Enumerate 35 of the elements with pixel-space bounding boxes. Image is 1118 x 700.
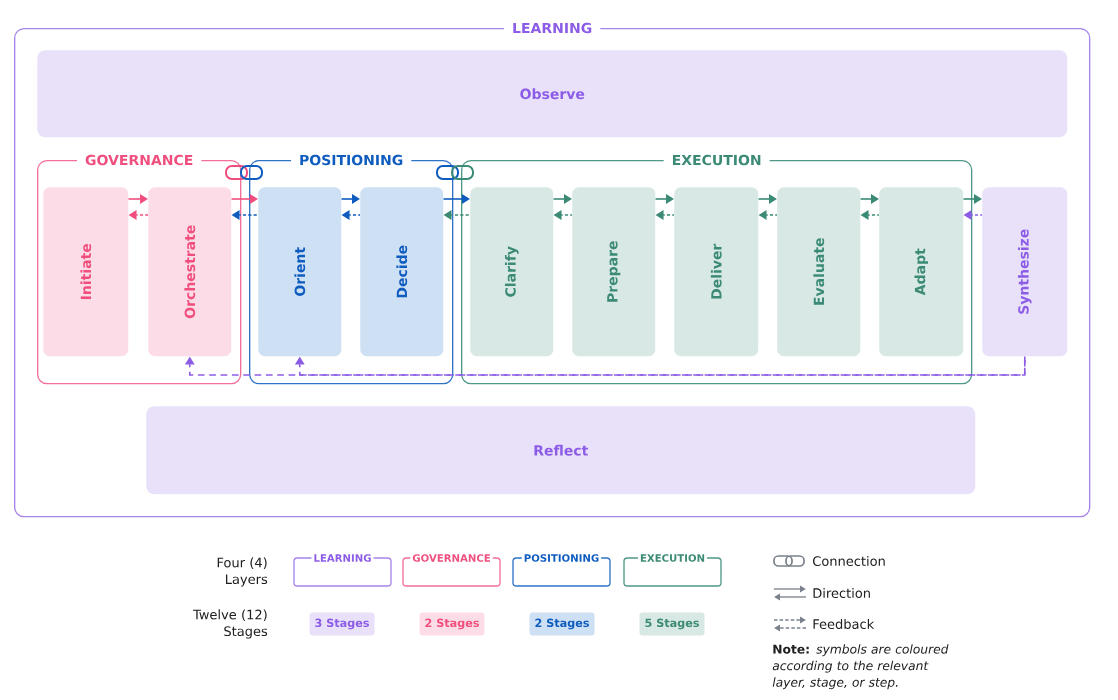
stage-box: Observe	[37, 50, 1068, 138]
stage-count-badge: 5 Stages	[639, 612, 705, 636]
stage-box: Initiate	[43, 187, 129, 357]
arrow	[757, 194, 777, 204]
note-text: Note: symbols are coloured according to the relevant layer, stage, or step.	[772, 644, 949, 690]
row-label: Twelve (12) Stages	[192, 609, 268, 639]
stage-box: Evaluate	[777, 187, 861, 357]
stage-box: Adapt	[879, 187, 964, 357]
stage-box: Decide	[360, 187, 444, 357]
stage-box: Deliver	[674, 187, 759, 357]
stage-box: Orchestrate	[148, 187, 232, 357]
arrow	[340, 194, 360, 204]
legend-label: Direction	[813, 587, 870, 599]
arrow	[127, 194, 148, 204]
row-label: Four (4) Layers	[217, 557, 268, 587]
arrow	[859, 194, 879, 204]
legend-label: Connection	[813, 555, 885, 567]
arrow	[442, 194, 470, 204]
layer-legend-box: POSITIONING	[512, 553, 611, 587]
arrow	[654, 194, 674, 204]
arrow	[552, 194, 572, 204]
arrow	[230, 194, 258, 204]
stage-box: Orient	[258, 187, 342, 357]
layer-legend-box: EXECUTION	[623, 553, 722, 587]
layer-legend-box: LEARNING	[293, 553, 392, 587]
stage-count-badge: 3 Stages	[309, 612, 375, 636]
stage-count-badge: 2 Stages	[529, 612, 595, 636]
layer-legend-box: GOVERNANCE	[402, 553, 501, 587]
stage-box: Clarify	[470, 187, 554, 357]
arrow	[962, 194, 982, 204]
stage-box: Prepare	[572, 187, 656, 357]
stage-box: Synthesize	[982, 187, 1068, 357]
legend-label: Feedback	[813, 618, 875, 630]
stage-count-badge: 2 Stages	[419, 612, 485, 636]
stage-box: Reflect	[146, 406, 976, 495]
